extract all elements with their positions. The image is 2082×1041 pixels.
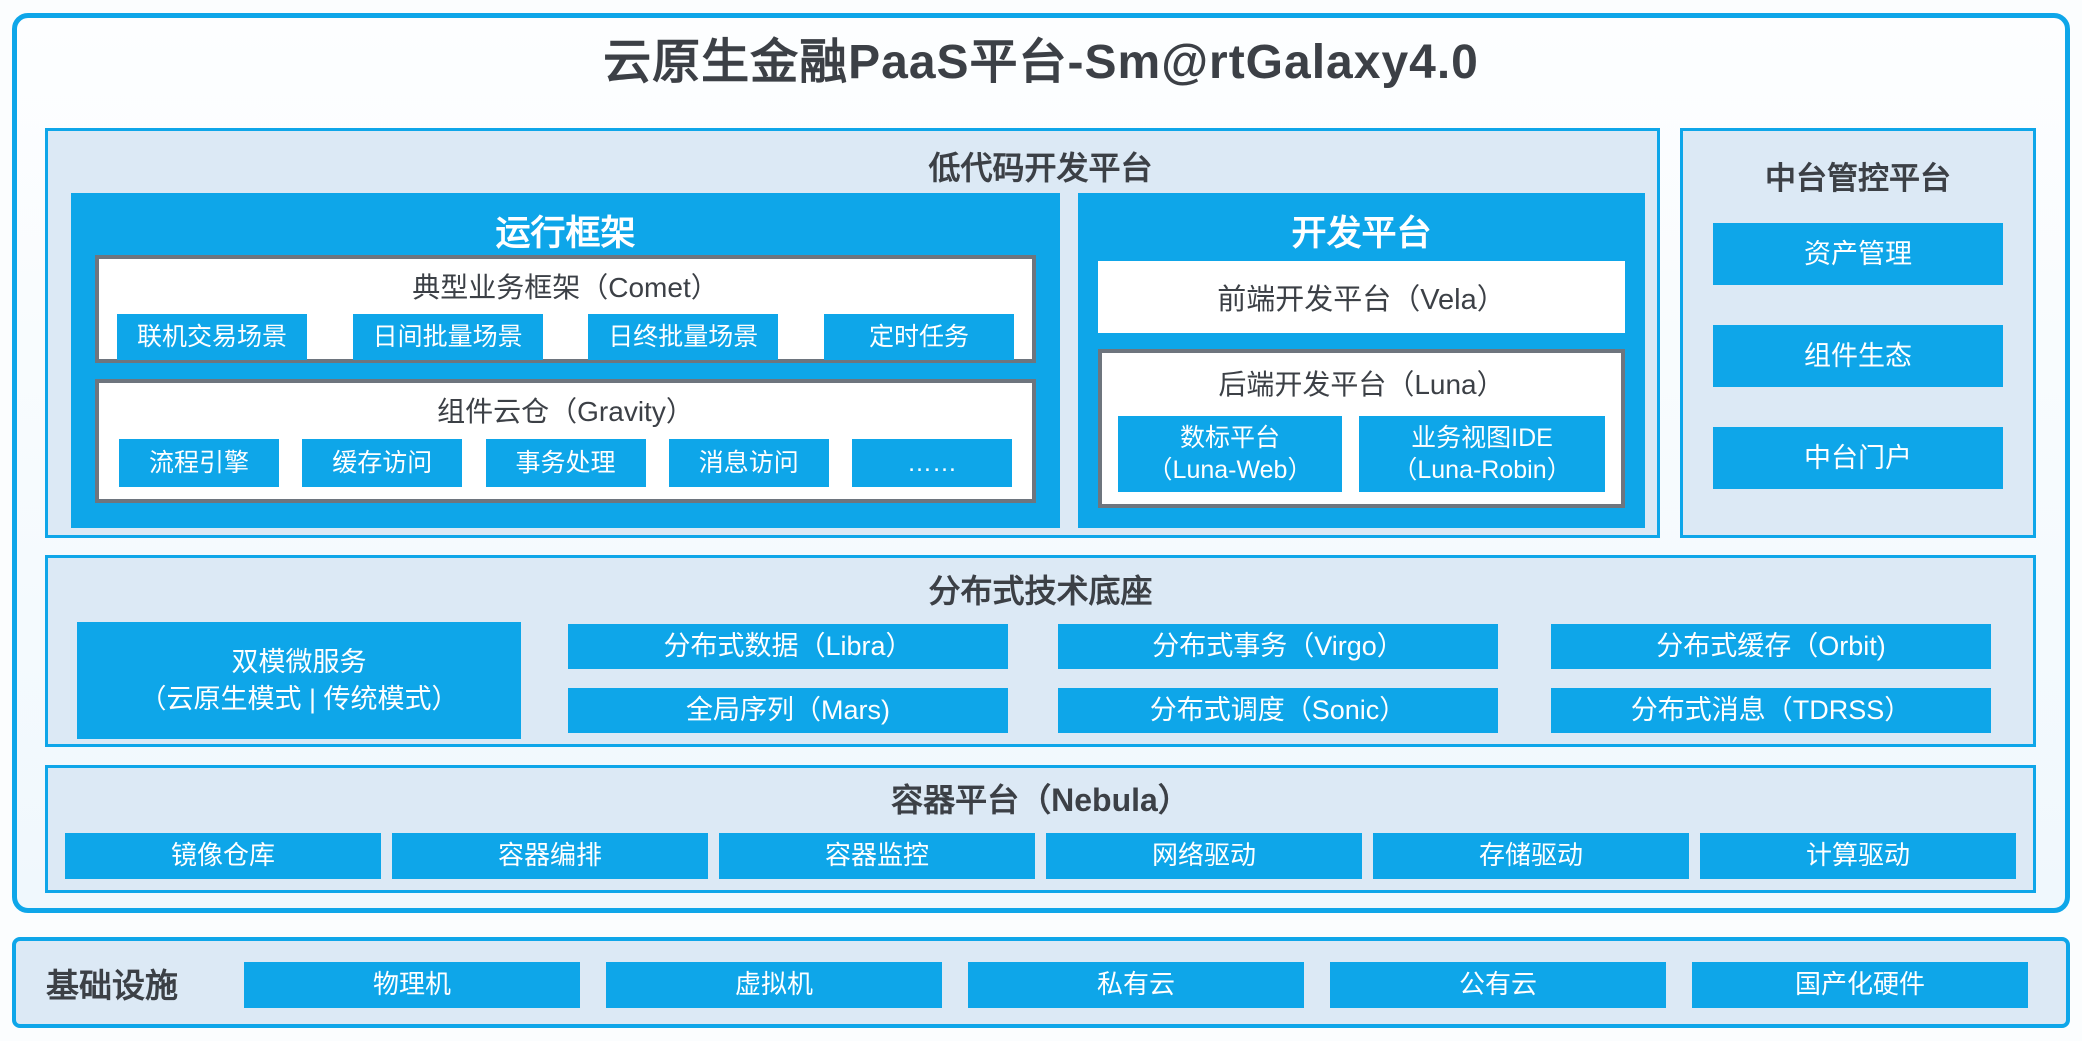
dual-mode-microservice-box: 双模微服务 （云原生模式 | 传统模式） <box>77 622 521 739</box>
luna-robin-box: 业务视图IDE （Luna-Robin） <box>1359 416 1605 492</box>
luna-robin-name: 业务视图IDE <box>1411 424 1553 452</box>
container-capability-box: 存储驱动 <box>1373 833 1689 879</box>
diagram-title: 云原生金融PaaS平台-Sm@rtGalaxy4.0 <box>603 36 1479 89</box>
lowcode-platform-panel: 低代码开发平台 运行框架 典型业务框架（Comet） 联机交易场景 日间批量场景… <box>45 128 1660 538</box>
container-capability-box: 容器监控 <box>719 833 1035 879</box>
infrastructure-resource-box: 国产化硬件 <box>1692 962 2028 1008</box>
container-capability-box: 计算驱动 <box>1700 833 2016 879</box>
distributed-service-box: 分布式事务（Virgo） <box>1058 624 1498 669</box>
distributed-service-box: 分布式缓存（Orbit) <box>1551 624 1991 669</box>
container-capability-box: 网络驱动 <box>1046 833 1362 879</box>
luna-items-row: 数标平台 （Luna-Web） 业务视图IDE （Luna-Robin） <box>1118 416 1605 492</box>
gravity-ellipsis-box: …… <box>852 439 1012 487</box>
midplatform-panel: 中台管控平台 资产管理 组件生态 中台门户 <box>1680 128 2036 538</box>
dual-mode-line2: （云原生模式 | 传统模式） <box>139 683 459 714</box>
container-platform-panel: 容器平台（Nebula） 镜像仓库 容器编排 容器监控 网络驱动 存储驱动 计算… <box>45 765 2036 893</box>
container-capability-box: 容器编排 <box>392 833 708 879</box>
luna-backend-box: 后端开发平台（Luna） 数标平台 （Luna-Web） 业务视图IDE （Lu… <box>1098 349 1625 508</box>
midplatform-title: 中台管控平台 <box>1765 161 1951 196</box>
runtime-framework-panel: 运行框架 典型业务框架（Comet） 联机交易场景 日间批量场景 日终批量场景 … <box>71 193 1060 528</box>
luna-web-box: 数标平台 （Luna-Web） <box>1118 416 1342 492</box>
luna-web-name: 数标平台 <box>1179 424 1280 452</box>
container-capability-box: 镜像仓库 <box>65 833 381 879</box>
luna-backend-title: 后端开发平台（Luna） <box>1218 369 1505 400</box>
container-platform-title: 容器平台（Nebula） <box>891 782 1190 818</box>
comet-framework-title: 典型业务框架（Comet） <box>412 272 719 303</box>
infrastructure-resource-box: 物理机 <box>244 962 580 1008</box>
dev-platform-panel: 开发平台 前端开发平台（Vela） 后端开发平台（Luna） 数标平台 （Lun… <box>1078 193 1645 528</box>
distributed-base-panel: 分布式技术底座 双模微服务 （云原生模式 | 传统模式） 分布式数据（Libra… <box>45 555 2036 747</box>
comet-framework-box: 典型业务框架（Comet） 联机交易场景 日间批量场景 日终批量场景 定时任务 <box>95 255 1036 363</box>
comet-scenario-box: 日终批量场景 <box>588 314 779 360</box>
vela-frontend-box: 前端开发平台（Vela） <box>1098 261 1625 333</box>
lowcode-platform-title: 低代码开发平台 <box>928 150 1153 186</box>
comet-scenario-box: 定时任务 <box>823 314 1014 360</box>
distributed-service-box: 分布式数据（Libra） <box>568 624 1008 669</box>
gravity-component-box: 事务处理 <box>485 439 646 487</box>
distributed-base-title: 分布式技术底座 <box>928 573 1153 609</box>
comet-scenario-box: 日间批量场景 <box>352 314 543 360</box>
luna-robin-code: （Luna-Robin） <box>1392 456 1572 484</box>
gravity-component-box: 缓存访问 <box>302 439 463 487</box>
comet-items-row: 联机交易场景 日间批量场景 日终批量场景 定时任务 <box>117 314 1014 360</box>
midplatform-function-box: 资产管理 <box>1713 223 2003 285</box>
dev-platform-title: 开发平台 <box>1291 214 1432 253</box>
midplatform-function-box: 组件生态 <box>1713 325 2003 387</box>
midplatform-function-box: 中台门户 <box>1713 427 2003 489</box>
infrastructure-resource-box: 虚拟机 <box>606 962 942 1008</box>
infrastructure-resource-box: 私有云 <box>968 962 1304 1008</box>
distributed-service-box: 分布式消息（TDRSS） <box>1551 688 1991 733</box>
container-items-row: 镜像仓库 容器编排 容器监控 网络驱动 存储驱动 计算驱动 <box>65 833 2016 879</box>
gravity-component-box: 流程引擎 <box>119 439 279 487</box>
gravity-warehouse-title: 组件云仓（Gravity） <box>437 396 694 427</box>
gravity-warehouse-box: 组件云仓（Gravity） 流程引擎 缓存访问 事务处理 消息访问 …… <box>95 379 1036 503</box>
infrastructure-panel: 基础设施 物理机 虚拟机 私有云 公有云 国产化硬件 <box>12 937 2070 1028</box>
infrastructure-title: 基础设施 <box>46 966 178 1004</box>
gravity-component-box: 消息访问 <box>668 439 829 487</box>
dual-mode-line1: 双模微服务 <box>231 647 367 678</box>
runtime-framework-title: 运行框架 <box>495 214 636 253</box>
infrastructure-resource-box: 公有云 <box>1330 962 1666 1008</box>
luna-web-code: （Luna-Web） <box>1147 456 1313 484</box>
distributed-service-box: 全局序列（Mars) <box>568 688 1008 733</box>
comet-scenario-box: 联机交易场景 <box>117 314 307 360</box>
gravity-items-row: 流程引擎 缓存访问 事务处理 消息访问 …… <box>119 439 1012 487</box>
distributed-service-box: 分布式调度（Sonic） <box>1058 688 1498 733</box>
